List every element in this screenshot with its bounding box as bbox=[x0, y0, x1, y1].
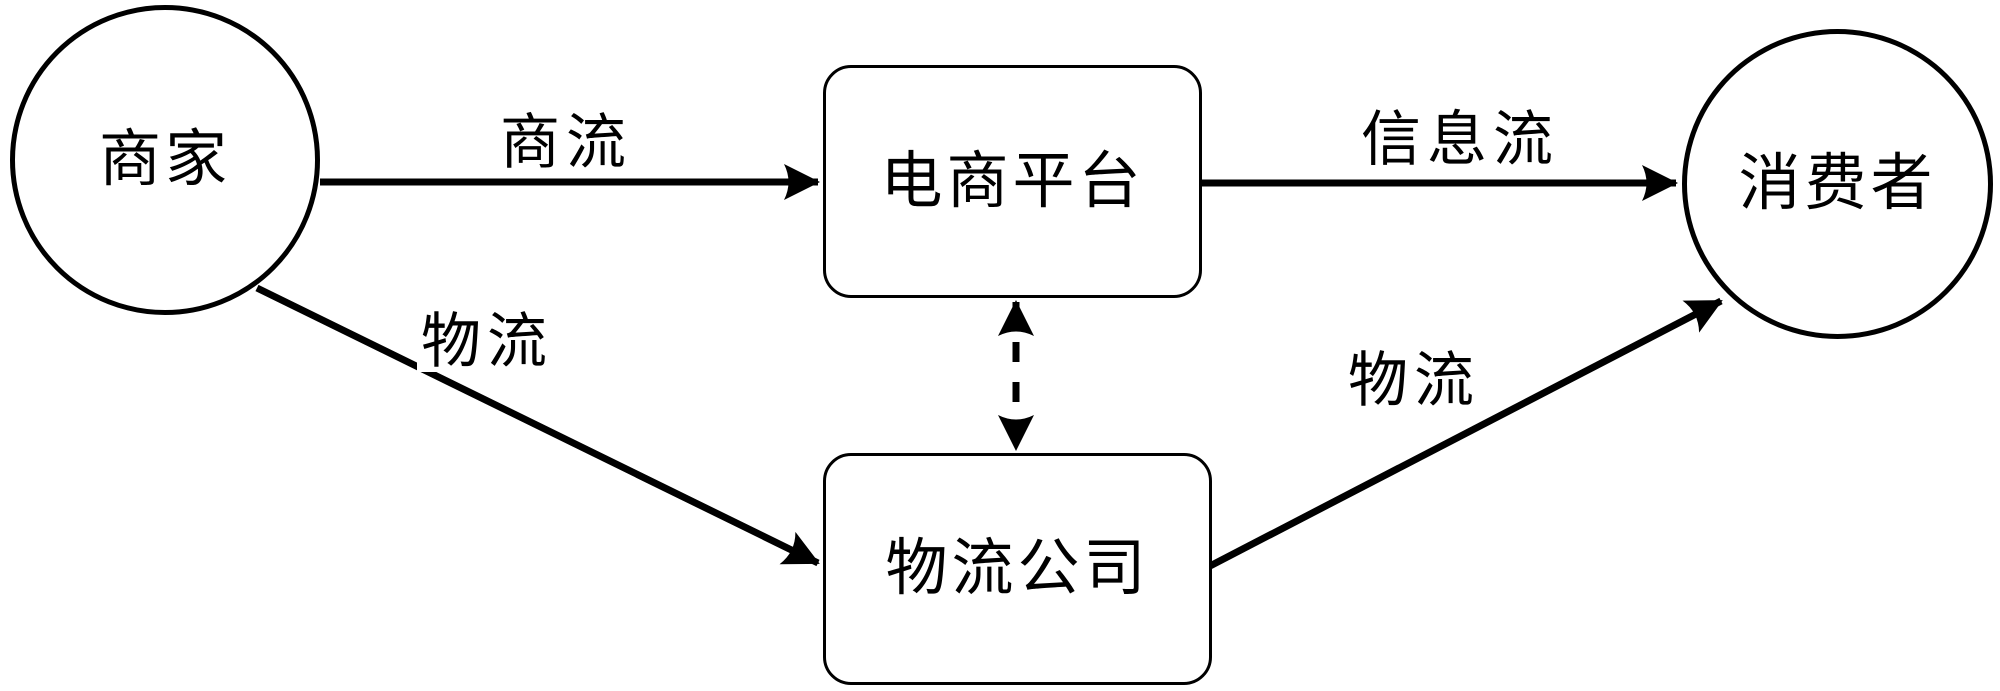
merchant-node-label: 商家 bbox=[98, 126, 231, 194]
arrow-logistics-to-consumer bbox=[1208, 297, 1723, 570]
arrow-merchant-to-logistics bbox=[255, 284, 820, 567]
consumer-node: 消费者 bbox=[1682, 29, 1993, 339]
edge-label-commerce-flow: 商流 bbox=[496, 113, 636, 173]
logistics-node: 物流公司 bbox=[823, 453, 1212, 685]
platform-node: 电商平台 bbox=[823, 65, 1202, 298]
edge-label-information-flow: 信息流 bbox=[1357, 110, 1563, 170]
platform-node-label: 电商平台 bbox=[880, 147, 1145, 216]
edge-label-logistics-right: 物流 bbox=[1344, 351, 1484, 411]
merchant-node: 商家 bbox=[10, 5, 320, 315]
consumer-node-label: 消费者 bbox=[1738, 150, 1937, 218]
edge-label-logistics-left: 物流 bbox=[417, 312, 557, 372]
logistics-node-label: 物流公司 bbox=[885, 535, 1150, 603]
